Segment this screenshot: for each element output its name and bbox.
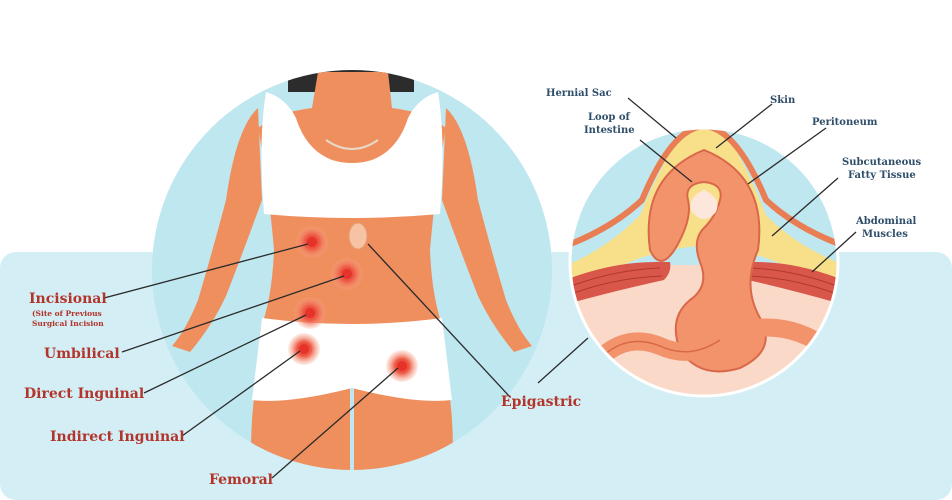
label-subcutaneous-2: Fatty Tissue	[848, 170, 916, 181]
anatomy-labels: Hernial Sac Loop of Intestine Skin Perit…	[546, 88, 922, 240]
label-umbilical: Umbilical	[44, 346, 120, 362]
label-abdominal-1: Abdominal	[855, 216, 917, 227]
label-indirect-inguinal: Indirect Inguinal	[50, 429, 185, 445]
label-loop-of-intestine-2: Intestine	[584, 125, 635, 136]
label-loop-of-intestine-1: Loop of	[588, 112, 631, 123]
label-hernial-sac: Hernial Sac	[546, 88, 612, 99]
hernia-type-labels: Incisional (Site of Previous Surgical In…	[24, 291, 581, 488]
leader-lines-right	[627, 97, 857, 273]
label-peritoneum: Peritoneum	[812, 117, 878, 128]
label-direct-inguinal: Direct Inguinal	[24, 386, 144, 402]
label-subcutaneous-1: Subcutaneous	[842, 157, 922, 168]
label-incisional-note-1: (Site of Previous	[32, 309, 102, 318]
label-abdominal-2: Muscles	[862, 229, 908, 240]
leader-lines-left	[103, 243, 589, 479]
label-femoral: Femoral	[209, 472, 273, 488]
label-epigastric: Epigastric	[501, 394, 581, 410]
label-incisional-note-2: Surgical Incision	[32, 319, 104, 328]
hernia-markers	[288, 226, 418, 382]
label-skin: Skin	[770, 95, 796, 106]
cross-section-illustration	[568, 126, 840, 398]
label-incisional: Incisional	[29, 291, 107, 307]
